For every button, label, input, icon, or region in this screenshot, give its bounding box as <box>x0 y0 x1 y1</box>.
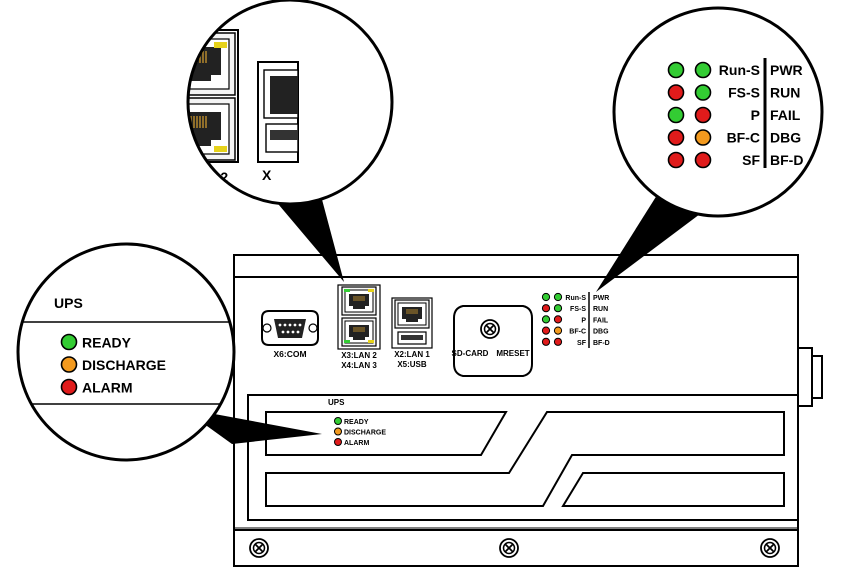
ups-led-label: ALARM <box>344 440 369 447</box>
ups-led-label: READY <box>344 419 369 426</box>
lan1-label: X2:LAN 1 <box>394 350 430 359</box>
zoom-callout-lan: X3:LAN 2 X4:LAN 3 X <box>166 0 394 206</box>
status-led <box>667 61 685 79</box>
status-led <box>694 61 712 79</box>
zoom-lan1-partial-label: X <box>262 167 272 183</box>
status-led <box>667 106 685 124</box>
status-led <box>541 292 551 302</box>
status-led <box>541 315 551 324</box>
status-led <box>541 304 551 313</box>
ups-led-label: READY <box>82 335 132 351</box>
ups-led <box>334 438 342 446</box>
status-led-group-label: PWR <box>770 62 803 78</box>
status-led <box>553 337 563 346</box>
status-led <box>667 151 685 169</box>
status-led-label: Run-S <box>719 62 760 78</box>
callout-pointer-left <box>182 408 322 444</box>
com-port-label: X6:COM <box>273 349 306 359</box>
lan3-label: X4:LAN 3 <box>341 361 377 370</box>
front-cover <box>247 394 799 521</box>
zoom-lan3-label: X4:LAN 3 <box>166 186 228 202</box>
status-led-group-label: FAIL <box>770 107 801 123</box>
callout-pointer-right <box>596 184 700 292</box>
zoom-callout-status-leds: Run-S PWR FS-S RUN P FAIL BF-C DBG SF BF-D <box>612 6 824 218</box>
status-led <box>553 292 563 302</box>
status-led-group-label: BF-D <box>770 152 803 168</box>
callout-pointer-top <box>268 192 344 282</box>
status-led <box>541 337 551 346</box>
status-led <box>553 326 563 335</box>
status-led-group-label: RUN <box>593 306 608 313</box>
sd-card-label: SD-CARD <box>452 349 489 358</box>
usb-label: X5:USB <box>397 360 427 369</box>
ups-led-label: DISCHARGE <box>344 430 386 437</box>
status-led <box>694 129 712 146</box>
com-port: X6:COM <box>261 310 319 359</box>
screw-icon <box>760 538 780 558</box>
status-led-group-label: BF-D <box>593 340 610 347</box>
screw-icon <box>480 319 500 339</box>
status-led-group-label: DBG <box>593 329 609 336</box>
status-led-panel: Run-S PWR FS-S RUN P FAIL BF-C DBG SF BF-D <box>541 292 610 348</box>
status-led-label: SF <box>577 340 587 347</box>
status-led <box>694 84 712 101</box>
status-led-label: FS-S <box>728 85 760 101</box>
status-led-label: SF <box>742 152 760 168</box>
status-led <box>541 326 551 335</box>
status-led <box>667 84 685 101</box>
status-led-group-label: RUN <box>770 85 800 101</box>
status-led-label: P <box>581 317 586 324</box>
status-led-label: BF-C <box>727 130 760 146</box>
status-led-group-label: FAIL <box>593 317 609 324</box>
ups-led-panel: UPS READY DISCHARGE ALARM <box>328 398 386 447</box>
lan1-usb-ports: X2:LAN 1 X5:USB <box>391 297 433 369</box>
zoom-callout-ups: UPS READY DISCHARGE ALARM <box>16 242 236 462</box>
ups-led-label: ALARM <box>82 380 133 396</box>
lan2-lan3-ports: X3:LAN 2 X4:LAN 3 <box>337 284 381 370</box>
status-led <box>553 315 563 324</box>
status-led <box>694 106 712 124</box>
ups-led <box>60 378 78 396</box>
ups-led <box>60 333 78 351</box>
status-led-label: BF-C <box>569 329 586 336</box>
ups-led-label: DISCHARGE <box>82 357 166 373</box>
status-led <box>553 304 563 313</box>
screw-icon <box>499 538 519 558</box>
sd-card-slot: SD-CARD MRESET <box>452 305 533 377</box>
ups-title-zoom: UPS <box>54 295 83 311</box>
ups-led <box>60 356 78 373</box>
status-led-group-label: DBG <box>770 130 801 146</box>
screw-icon <box>249 538 269 558</box>
ups-title-small: UPS <box>328 398 345 407</box>
status-led <box>694 151 712 169</box>
ups-led <box>334 427 342 436</box>
lan2-label: X3:LAN 2 <box>341 351 377 360</box>
status-led-label: P <box>751 107 760 123</box>
status-led <box>667 129 685 146</box>
status-led-label: FS-S <box>570 306 586 313</box>
status-led-group-label: PWR <box>593 295 609 302</box>
ups-led <box>334 417 342 425</box>
mreset-label: MRESET <box>496 349 529 358</box>
status-led-label: Run-S <box>565 295 586 302</box>
